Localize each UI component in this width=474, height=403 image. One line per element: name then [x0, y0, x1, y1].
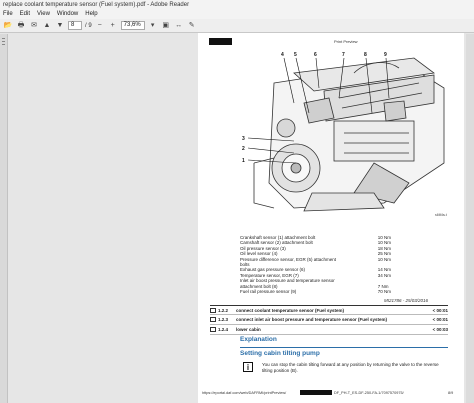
operation-row: 1.2.4 lower cabin < 00:03	[210, 325, 448, 335]
callout-7: 7	[342, 52, 345, 58]
spec-value: 10 Nm	[377, 240, 392, 246]
spec-row: bolts	[240, 262, 405, 267]
footer-page-number: 8/9	[448, 391, 454, 395]
operation-code: 1.2.2	[218, 307, 229, 313]
zoom-out-icon[interactable]: −	[97, 21, 102, 29]
checkbox-icon	[210, 327, 216, 332]
callout-5: 5	[294, 52, 297, 58]
section-divider	[240, 347, 448, 348]
spec-name: Pressure difference sensor, EGR (5) atta…	[240, 256, 336, 262]
footer-url: https://eportal.daf.com/web/DAFRMI/print…	[202, 391, 287, 395]
callout-6: 6	[314, 52, 317, 58]
spec-value: 25 Nm	[377, 251, 392, 257]
operation-row: 1.2.3 connect inlet air boost pressure a…	[210, 315, 448, 325]
redacted-block	[209, 38, 232, 45]
spec-name: attachment bolt (8)	[240, 283, 278, 289]
spec-row: attachment bolt (8) 7 Nm	[240, 284, 405, 289]
spec-value: 7 Nm	[377, 283, 389, 289]
operation-link[interactable]: lower cabin	[236, 327, 261, 332]
fit-page-icon[interactable]: ▣	[162, 21, 169, 29]
menu-edit[interactable]: Edit	[19, 11, 31, 17]
operation-code: 1.2.3	[218, 317, 229, 322]
fit-width-icon[interactable]: ↔	[175, 21, 183, 29]
menu-window[interactable]: Window	[56, 11, 79, 17]
section-title: Explanation	[240, 336, 277, 343]
checkbox-icon	[210, 307, 216, 313]
spec-name: Inlet air boost pressure and temperature…	[240, 278, 335, 284]
operation-link[interactable]: connect coolant temperature sensor (Fuel…	[236, 307, 345, 313]
spec-row: Exhaust gas pressure sensor (6) 14 Nm	[240, 267, 405, 272]
spec-value: 34 Nm	[377, 272, 392, 278]
spec-row: Temperature sensor, EGR (7) 34 Nm	[240, 273, 405, 278]
subsection-title: Setting cabin tilting pump	[240, 350, 320, 357]
spec-name: Fuel rail pressure sensor (9)	[240, 289, 297, 295]
zoom-input[interactable]: 73,6%	[120, 21, 145, 30]
page-total-label: / 9	[85, 22, 92, 29]
email-icon[interactable]: ✉	[31, 21, 37, 29]
vertical-scrollbar[interactable]	[466, 34, 474, 403]
operations-list: 1.2.2 connect coolant temperature sensor…	[210, 305, 448, 335]
spec-name: Oil level sensor (4)	[240, 251, 278, 257]
spec-name: Camshaft sensor (2) attachment bolt	[240, 240, 313, 246]
operation-row: 1.2.2 connect coolant temperature sensor…	[210, 305, 448, 315]
document-meta: MI21786 - 25/03/2016	[384, 298, 429, 303]
print-icon[interactable]: 🖶	[17, 21, 25, 29]
callout-1: 1	[242, 158, 245, 164]
info-icon: i	[243, 362, 253, 372]
redacted-footer	[300, 390, 332, 395]
spec-name: Crankshaft sensor (1) attachment bolt	[240, 235, 316, 240]
pdf-page: Print Preview	[198, 33, 464, 403]
spec-value: 70 Nm	[377, 289, 392, 295]
menu-help[interactable]: Help	[85, 11, 98, 17]
callout-9: 9	[384, 52, 387, 58]
spec-name: Temperature sensor, EGR (7)	[240, 272, 299, 278]
spec-value: 10 Nm	[377, 256, 392, 262]
callout-2: 2	[242, 146, 245, 152]
menu-view[interactable]: View	[37, 11, 50, 17]
spec-row: Pressure difference sensor, EGR (5) atta…	[240, 257, 405, 262]
callout-3: 3	[242, 136, 245, 142]
spec-row: Crankshaft sensor (1) attachment bolt 10 …	[240, 235, 405, 240]
info-text: You can stop the cabin tilting forward a…	[262, 362, 439, 373]
spec-value: 18 Nm	[377, 245, 392, 251]
print-preview-label: Print Preview	[334, 39, 358, 44]
chevron-down-icon[interactable]: ▾	[150, 21, 155, 29]
open-folder-icon[interactable]: 📂	[3, 21, 13, 29]
window-title: replace coolant temperature sensor (Fuel…	[0, 0, 474, 10]
spec-name: Oil pressure sensor (3)	[240, 245, 286, 251]
footer-url-suffix: DF_PH-T_ES-DF-250-FA-1/7097570975/	[334, 391, 404, 395]
spec-row: Camshaft sensor (2) attachment bolt 10 Nm	[240, 240, 405, 245]
spec-row: Oil level sensor (4) 25 Nm	[240, 251, 405, 256]
menu-file[interactable]: File	[3, 11, 13, 17]
zoom-in-icon[interactable]: +	[110, 21, 115, 29]
callout-4: 4	[281, 52, 284, 58]
callout-8: 8	[364, 52, 367, 58]
spec-row: Fuel rail pressure sensor (9) 70 Nm	[240, 289, 405, 294]
torque-spec-table: Crankshaft sensor (1) attachment bolt 10 …	[240, 235, 405, 294]
spec-value: 10 Nm	[377, 235, 392, 240]
operation-time: < 00:03	[432, 327, 448, 332]
engine-diagram: 4 5 6 7 8 9 3 2 1	[242, 52, 445, 212]
page-number-input[interactable]: 8	[68, 21, 82, 30]
toolbar: 📂 🖶 ✉ ▲ ▼ 8 / 9 − + 73,6% ▾ ▣ ↔ ✎	[0, 19, 474, 33]
menu-bar: File Edit View Window Help	[0, 10, 474, 19]
spec-name: Exhaust gas pressure sensor (6)	[240, 267, 306, 273]
figure-reference: s6f4fa-t	[435, 213, 447, 217]
spec-name: bolts	[240, 262, 250, 268]
operation-time: < 00:01	[432, 317, 448, 322]
navigation-panel[interactable]	[0, 34, 8, 403]
spec-row: Oil pressure sensor (3) 18 Nm	[240, 246, 405, 251]
operation-time: < 00:01	[432, 307, 448, 313]
page-down-icon[interactable]: ▼	[56, 21, 64, 29]
page-up-icon[interactable]: ▲	[43, 21, 51, 29]
operation-code: 1.2.4	[218, 327, 229, 332]
operation-link[interactable]: connect inlet air boost pressure and tem…	[236, 317, 388, 322]
comment-icon[interactable]: ✎	[188, 21, 195, 29]
spec-row: Inlet air boost pressure and temperature…	[240, 278, 405, 283]
spec-value: 14 Nm	[377, 267, 392, 273]
checkbox-icon	[210, 317, 216, 322]
